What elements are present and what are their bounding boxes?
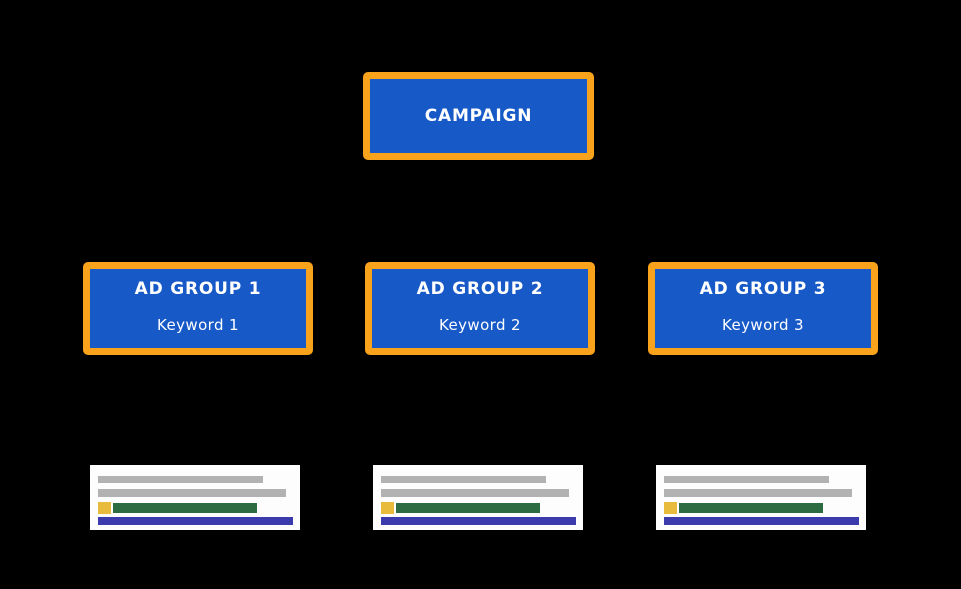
ad-group-node-3: AD GROUP 3 Keyword 3 [648,262,878,355]
ad-group-node-2: AD GROUP 2 Keyword 2 [365,262,595,355]
ad-group-3-label: AD GROUP 3 [699,279,827,299]
ad-headline-bar [664,476,829,483]
ad-preview-card-3 [656,465,866,530]
campaign-label: CAMPAIGN [424,106,533,126]
ad-group-1-keyword: Keyword 1 [157,316,239,334]
campaign-node: CAMPAIGN [363,72,594,160]
ad-badge-square [98,502,111,514]
ad-url-bar [113,503,257,513]
ad-group-3-keyword: Keyword 3 [722,316,804,334]
ad-description-bar [381,489,569,497]
ad-group-2-label: AD GROUP 2 [416,279,544,299]
ad-group-1-label: AD GROUP 1 [134,279,262,299]
ad-group-2-keyword: Keyword 2 [439,316,521,334]
ad-headline-bar [381,476,546,483]
ad-description-bar [664,489,852,497]
ad-badge-square [664,502,677,514]
ad-badge-square [381,502,394,514]
ad-description-bar [98,489,286,497]
ad-preview-card-1 [90,465,300,530]
ad-link-bar [381,517,576,525]
ad-link-bar [98,517,293,525]
ad-headline-bar [98,476,263,483]
ad-url-bar [679,503,823,513]
ad-url-bar [396,503,540,513]
ad-link-bar [664,517,859,525]
ad-group-node-1: AD GROUP 1 Keyword 1 [83,262,313,355]
ad-preview-card-2 [373,465,583,530]
